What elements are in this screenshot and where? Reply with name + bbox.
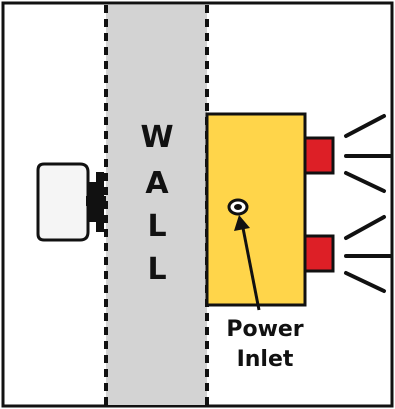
sound-line: [344, 271, 386, 293]
yellow-device-box-icon: [205, 112, 307, 307]
speaker-lower: [303, 234, 335, 273]
callout-arrow: [234, 215, 261, 311]
speaker-upper: [303, 136, 335, 175]
wall: [106, 5, 207, 405]
inlet-hole: [234, 204, 242, 210]
callout-label-power: Power: [226, 317, 303, 342]
wall-letter-a: A: [145, 166, 169, 201]
callout-label-inlet: Inlet: [237, 347, 294, 372]
wall-letter-l-1: L: [147, 209, 166, 244]
wall-mounted-camera-icon: [36, 162, 106, 242]
callout-arrow-line: [241, 227, 261, 311]
camera-mount-arm: [86, 196, 106, 206]
sound-wave-lines: [344, 114, 392, 293]
red-speaker-emitter-icon: [303, 136, 335, 273]
wall-letter-l-2: L: [147, 252, 166, 287]
sound-line: [344, 171, 386, 193]
sound-line: [344, 215, 386, 240]
camera-body: [36, 162, 90, 242]
sound-line: [344, 114, 386, 138]
power-inlet-port-icon: [227, 198, 249, 216]
wall-letter-w: W: [140, 120, 173, 155]
callout-arrowhead: [234, 215, 250, 231]
